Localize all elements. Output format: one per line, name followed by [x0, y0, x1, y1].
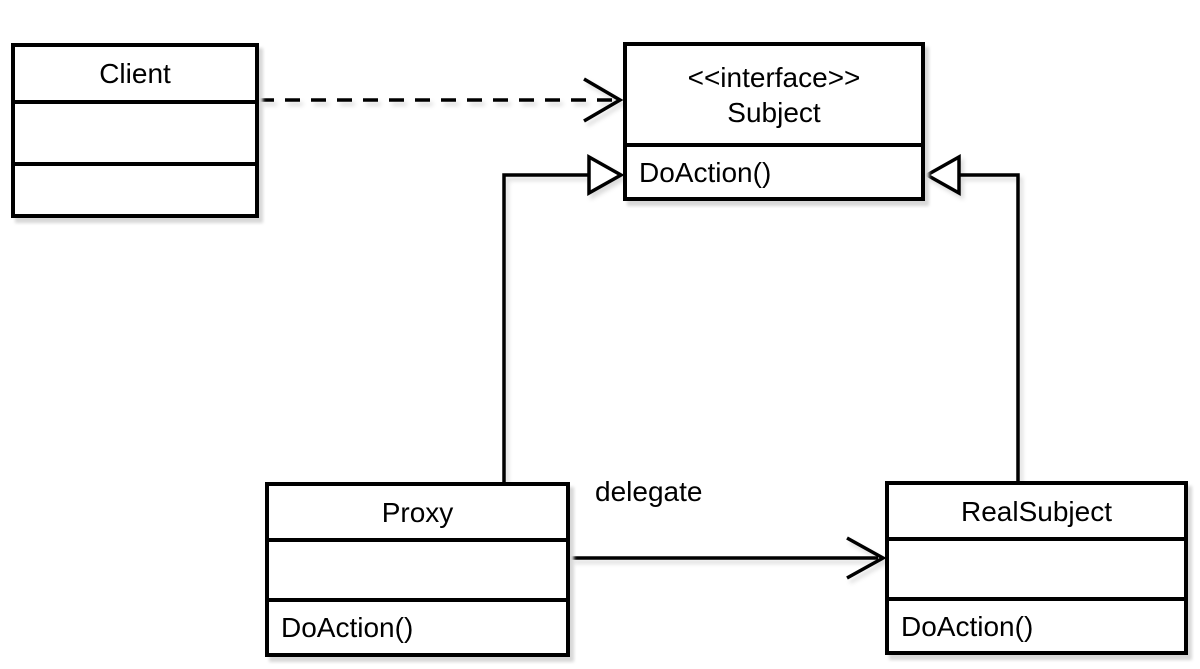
class-box-client: Client — [11, 43, 259, 218]
methods-compartment-proxy: DoAction() — [269, 598, 566, 653]
class-name-client: Client — [99, 58, 171, 89]
dependency-arrow-client-subject — [259, 77, 624, 123]
delegate-arrow-proxy-realsubject — [570, 536, 887, 580]
attributes-compartment-proxy — [269, 538, 566, 598]
class-name-proxy: Proxy — [381, 496, 454, 528]
open-arrowhead-icon — [583, 77, 624, 123]
class-name-subject: Subject — [727, 96, 821, 128]
realization-line — [959, 173, 1020, 481]
class-name-realsubject: RealSubject — [961, 495, 1112, 527]
methods-compartment-subject: DoAction() — [627, 143, 921, 197]
hollow-triangle-icon — [587, 154, 625, 196]
methods-compartment-realsubject: DoAction() — [889, 597, 1184, 651]
hollow-triangle-icon — [923, 154, 961, 196]
attributes-compartment-client — [15, 100, 255, 162]
realization-arrow-proxy-subject — [502, 154, 625, 482]
class-title-subject: <<interface>> Subject — [627, 46, 921, 143]
class-box-subject: <<interface>> Subject DoAction() — [623, 42, 925, 201]
attributes-compartment-realsubject — [889, 537, 1184, 597]
class-box-proxy: Proxy DoAction() — [265, 482, 570, 657]
realization-arrow-realsubject-subject — [923, 154, 1020, 481]
class-box-realsubject: RealSubject DoAction() — [885, 481, 1188, 655]
realization-line — [502, 173, 589, 482]
open-arrowhead-icon — [846, 536, 887, 580]
methods-compartment-client — [15, 162, 255, 214]
delegate-edge-label: delegate — [595, 476, 703, 507]
stereotype-label-subject: <<interface>> — [687, 61, 861, 93]
